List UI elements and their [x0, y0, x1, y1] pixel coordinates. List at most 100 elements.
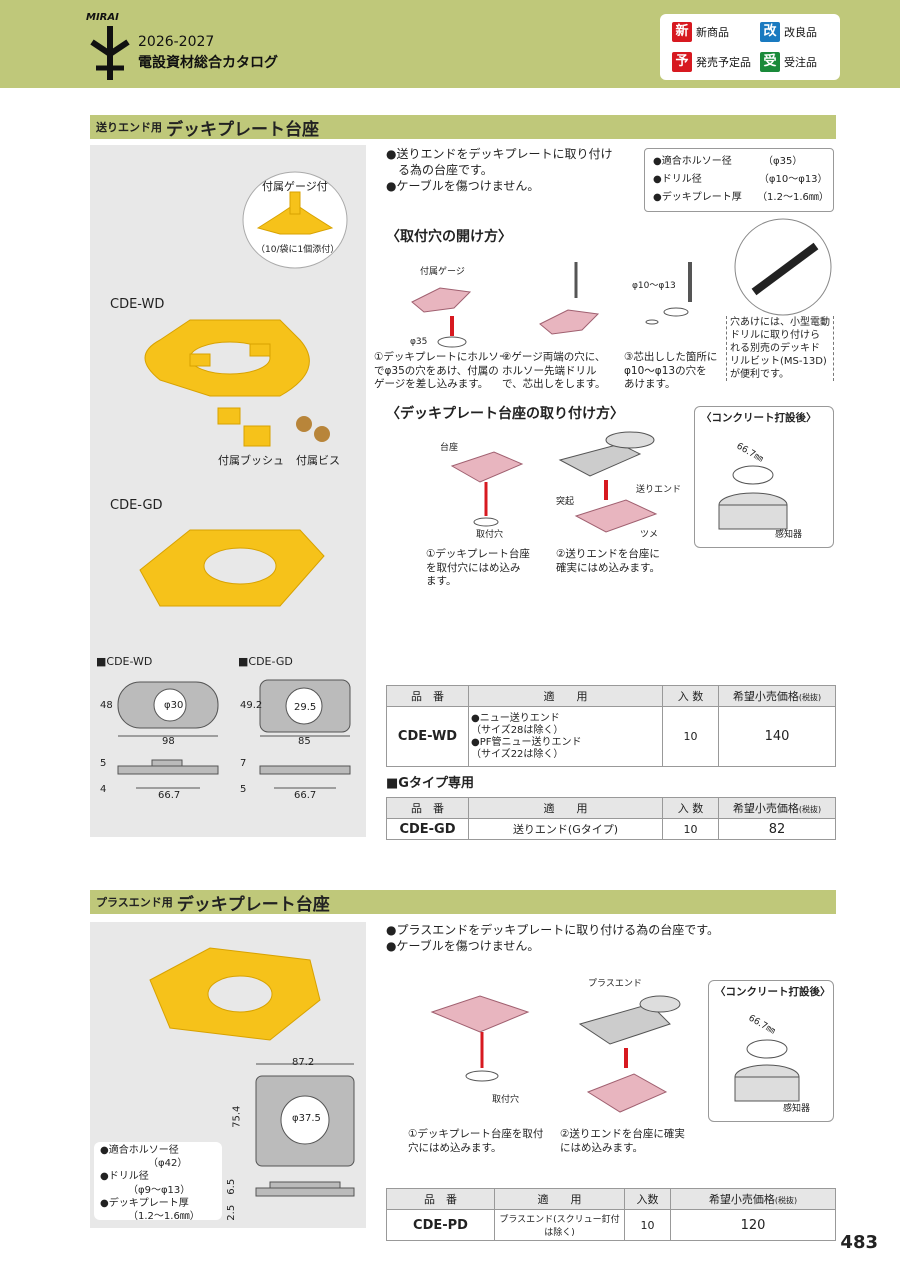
hole-step-3: ③芯出しした箇所に φ10～φ13の穴を あけます。 [624, 351, 718, 391]
gd-t1-dim: 7 [240, 758, 246, 769]
hole-step-1: ①デッキプレートにホルソー でφ35の穴をあけ、付属の ゲージを差し込みます。 [374, 351, 510, 391]
gd-top-view [259, 679, 351, 737]
wd-t2-dim: 4 [100, 784, 106, 795]
pd-mount-hole-label: 取付穴 [492, 1095, 520, 1105]
brand-logo: MIRAI [86, 12, 119, 23]
section1-bullet-2: ●ケーブルを傷つけません。 [386, 179, 540, 193]
drill-bit-illustration [734, 218, 832, 316]
concrete-box-1: 〈コンクリート打設後〉 66.7㎜ 感知器 [694, 406, 834, 548]
concrete-sensor-illustration [718, 465, 788, 530]
gauge-small-label: 付属ゲージ [420, 267, 465, 277]
cde-pd-product-image [149, 947, 321, 1041]
gd-side-view [259, 765, 351, 789]
cell-qty: 10 [662, 706, 719, 767]
th-code: 品 番 [386, 797, 469, 819]
hole-step-2: ②ゲージ両端の穴に、 ホルソー先端ドリル で、芯出しをします。 [502, 351, 606, 391]
legend-improved: 改 改良品 [760, 22, 817, 42]
wd-height-dim: 48 [100, 700, 113, 711]
pd-t2-dim: 2.5 [226, 1204, 238, 1221]
bush-label: 付属ブッシュ [218, 454, 284, 467]
pd-mount-illustration [430, 995, 681, 1113]
mount-title: 〈デッキプレート台座の取り付け方〉 [386, 406, 624, 422]
pd-width-dim: 87.2 [292, 1057, 315, 1068]
spec-key: ●ドリル径 [653, 174, 702, 185]
cde-wd-product-image [144, 319, 310, 397]
badge-planned-icon: 予 [672, 52, 692, 72]
dim-gd-label: ■CDE-GD [238, 655, 293, 668]
th-price: 希望小売価格(税抜) [718, 797, 836, 819]
gd-height-dim: 49.2 [240, 700, 262, 711]
claw-label: ツメ [640, 530, 659, 540]
product-table-3: 品 番 適 用 入数 希望小売価格(税抜) CDE-PD プラスエンド(スクリュ… [386, 1188, 836, 1241]
cell-use: ●ニュー送りエンド （サイズ28は除く） ●PF管ニュー送りエンド （サイズ22… [468, 706, 663, 767]
gauge-note: （10/袋に1個添付） [256, 245, 340, 255]
section2-bullet-2: ●ケーブルを傷つけません。 [386, 939, 540, 953]
screw-label: 付属ビス [296, 454, 340, 467]
plus-end-label: プラスエンド [588, 979, 642, 989]
gauge-label: 付属ゲージ付 [262, 180, 328, 193]
concrete-title-1: 〈コンクリート打設後〉 [701, 412, 817, 424]
spec-line: ●適合ホルソー径 [100, 1145, 179, 1156]
wd-t1-dim: 5 [100, 758, 106, 769]
badge-order-icon: 受 [760, 52, 780, 72]
model-gd-label: CDE-GD [110, 498, 163, 513]
projection-label: 突起 [556, 497, 575, 507]
legend-label: 発売予定品 [696, 56, 751, 69]
base-label: 台座 [440, 443, 459, 453]
gauge-illustration [242, 171, 348, 269]
spec-line: （φ42） [148, 1158, 188, 1170]
hole-title: 〈取付穴の開け方〉 [386, 229, 512, 245]
pd-hole-dim: φ37.5 [292, 1113, 321, 1124]
concrete-box-2: 〈コンクリート打設後〉 66.7㎜ 感知器 [708, 980, 834, 1122]
model-wd-label: CDE-WD [110, 297, 165, 312]
cell-use: 送りエンド(Gタイプ) [468, 818, 663, 840]
spec-val: （1.2～1.6㎜） [757, 192, 829, 203]
section2-bullet-1: ●プラスエンドをデッキプレートに取り付ける為の台座です。 [386, 923, 720, 937]
page-number: 483 [840, 1232, 878, 1253]
legend-label: 受注品 [784, 56, 817, 69]
wd-side-view [117, 759, 219, 789]
mount-step-2: ②送りエンドを台座に 確実にはめ込みます。 [556, 548, 660, 574]
th-qty: 入数 [624, 1188, 671, 1210]
section2-spec-box: ●適合ホルソー径 （φ42） ●ドリル径 （φ9～φ13） ●デッキプレート厚 … [94, 1142, 222, 1222]
th-qty: 入 数 [662, 685, 719, 707]
cell-code: CDE-GD [386, 818, 469, 840]
mirai-logo-icon [90, 26, 130, 80]
legend-new: 新 新商品 [672, 22, 729, 42]
gd-t2-dim: 5 [240, 784, 246, 795]
gtype-title: ■Gタイプ専用 [386, 776, 474, 791]
pd-step-1: ①デッキプレート台座を取付 穴にはめ込みます。 [408, 1128, 544, 1154]
cell-use: プラスエンド(スクリュー釘付は除く) [494, 1209, 625, 1241]
mount-steps-illustration [450, 431, 658, 533]
sensor-label-1: 感知器 [775, 530, 803, 540]
th-code: 品 番 [386, 685, 469, 707]
section1-bullet-1: ●送りエンドをデッキプレートに取り付け [386, 147, 613, 161]
pd-t1-dim: 6.5 [226, 1178, 238, 1195]
spec-val: （φ10～φ13） [758, 174, 828, 185]
cell-code: CDE-PD [386, 1209, 495, 1241]
section1-header: 送りエンド用 デッキプレート台座 [90, 115, 836, 140]
catalog-title: 電設資材総合カタログ [138, 55, 278, 71]
gd-hole-dim: 29.5 [294, 702, 316, 713]
section2-header: プラスエンド用 デッキプレート台座 [90, 890, 836, 915]
pd-dimension-drawing [255, 1063, 355, 1197]
wd-hole-dim: φ30 [164, 700, 183, 711]
spec-line: （φ9～φ13） [128, 1184, 191, 1196]
mount-hole-label: 取付穴 [476, 530, 504, 540]
screw-image [296, 416, 330, 442]
th-price: 希望小売価格(税抜) [670, 1188, 836, 1210]
phi35-label: φ35 [410, 337, 428, 347]
phi10-13-label: φ10～φ13 [632, 281, 676, 291]
section1-spec-box: ●適合ホルソー径（φ35） ●ドリル径（φ10～φ13） ●デッキプレート厚（1… [644, 148, 834, 212]
gd-pitch-dim: 66.7 [294, 790, 316, 801]
legend-planned: 予 発売予定品 [672, 52, 751, 72]
badge-new-icon: 新 [672, 22, 692, 42]
concrete-sensor-illustration [734, 1039, 800, 1102]
product-table-1: 品 番 適 用 入 数 希望小売価格(税抜) CDE-WD ●ニュー送りエンド … [386, 685, 836, 767]
gd-width-dim: 85 [298, 736, 311, 747]
wd-width-dim: 98 [162, 736, 175, 747]
section2-title: デッキプレート台座 [176, 894, 330, 915]
wd-top-view [117, 681, 219, 737]
spec-val: （φ35） [763, 156, 803, 167]
legend-label: 新商品 [696, 26, 729, 39]
